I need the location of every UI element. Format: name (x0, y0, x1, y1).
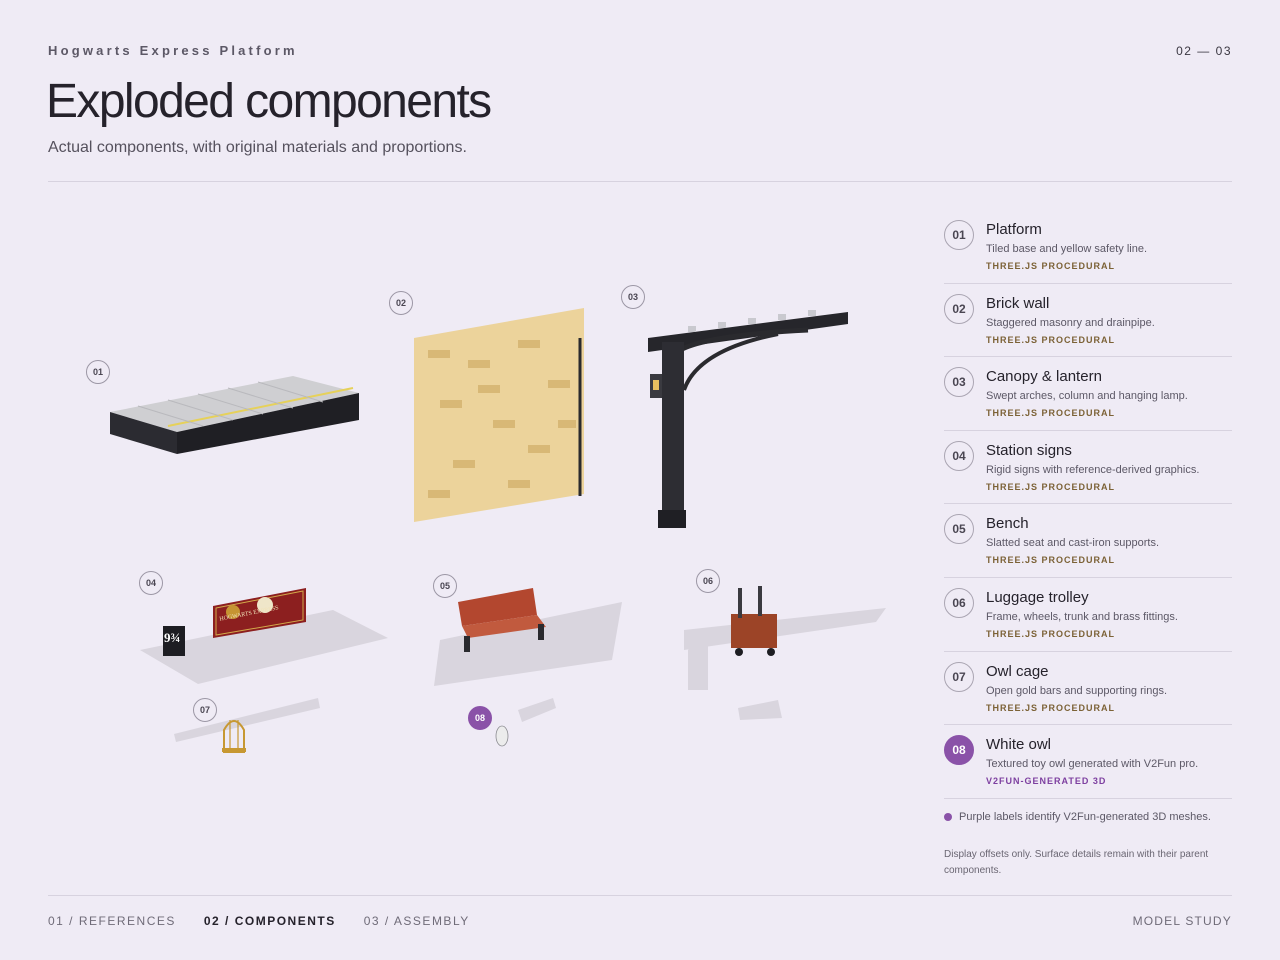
item-tag: THREE.JS PROCEDURAL (986, 702, 1116, 713)
marker-03: 03 (621, 285, 645, 309)
luggage-trolley-model (684, 586, 886, 720)
brick-wall-model (414, 308, 584, 522)
marker-08: 08 (468, 706, 492, 730)
item-number: 04 (944, 440, 974, 471)
list-item[interactable]: 08 White owl Textured toy owl generated … (944, 725, 1232, 799)
legend: Purple labels identify V2Fun-generated 3… (944, 811, 1211, 823)
list-item[interactable]: 05 Bench Slatted seat and cast-iron supp… (944, 504, 1232, 578)
list-item[interactable]: 03 Canopy & lantern Swept arches, column… (944, 357, 1232, 431)
item-description: Open gold bars and supporting rings. (986, 684, 1168, 697)
marker-07: 07 (193, 698, 217, 722)
item-tag: V2FUN-GENERATED 3D (986, 776, 1107, 787)
item-number: 01 (944, 220, 974, 250)
item-description: Tiled base and yellow safety line. (986, 243, 1148, 255)
item-description: Textured toy owl generated with V2Fun pr… (986, 758, 1199, 771)
item-number: 06 (944, 587, 974, 618)
item-tag: THREE.JS PROCEDURAL (986, 261, 1116, 271)
item-description: Swept arches, column and hanging lamp. (986, 390, 1188, 403)
item-tag: THREE.JS PROCEDURAL (986, 555, 1116, 566)
footer-divider (48, 895, 1232, 896)
item-name: Owl cage (986, 662, 1049, 680)
marker-02: 02 (389, 291, 413, 315)
canopy-model (648, 310, 848, 528)
item-description: Staggered masonry and drainpipe. (986, 316, 1155, 329)
eyebrow: Hogwarts Express Platform (48, 43, 298, 58)
item-name: Brick wall (986, 294, 1050, 312)
marker-01: 01 (86, 360, 110, 384)
station-signs-model (140, 588, 388, 684)
item-name: Canopy & lantern (986, 368, 1102, 386)
platform-number-sign: 9¾ (164, 630, 181, 645)
nav-components[interactable]: 02 / COMPONENTS (203, 914, 336, 928)
marker-05: 05 (433, 574, 457, 598)
legend-text: Purple labels identify V2Fun-generated 3… (959, 811, 1211, 823)
item-number: 02 (944, 293, 974, 324)
item-name: Platform (986, 221, 1042, 238)
item-description: Slatted seat and cast-iron supports. (986, 537, 1160, 550)
component-stage: 01 02 03 04 05 06 07 08 HOGWARTS EXPRESS… (48, 190, 928, 790)
item-tag: THREE.JS PROCEDURAL (986, 408, 1116, 419)
item-name: White owl (986, 736, 1052, 754)
page-subtitle: Actual components, with original materia… (48, 139, 467, 156)
item-number: 03 (944, 367, 974, 398)
list-item[interactable]: 04 Station signs Rigid signs with refere… (944, 431, 1232, 505)
item-number: 08 (944, 735, 974, 766)
component-list: 01 Platform Tiled base and yellow safety… (944, 210, 1232, 799)
item-name: Station signs (986, 441, 1072, 459)
nav-references[interactable]: 01 / REFERENCES (48, 914, 176, 928)
components-illustration (110, 308, 886, 753)
item-name: Bench (986, 515, 1029, 533)
purple-dot-icon (944, 813, 952, 821)
item-description: Frame, wheels, trunk and brass fittings. (986, 610, 1178, 623)
item-description: Rigid signs with reference-derived graph… (986, 463, 1200, 476)
header-divider (48, 181, 1232, 182)
list-item[interactable]: 01 Platform Tiled base and yellow safety… (944, 210, 1232, 284)
page-title: Exploded components (46, 75, 492, 128)
item-tag: THREE.JS PROCEDURAL (986, 628, 1116, 639)
bench-model (434, 588, 622, 686)
marker-06: 06 (696, 569, 720, 593)
footer-label: MODEL STUDY (1132, 914, 1232, 928)
platform-model (110, 376, 359, 454)
item-tag: THREE.JS PROCEDURAL (986, 481, 1116, 492)
page-counter: 02 — 03 (1176, 44, 1232, 58)
nav-assembly[interactable]: 03 / ASSEMBLY (363, 914, 470, 928)
item-tag: THREE.JS PROCEDURAL (986, 334, 1116, 345)
item-number: 07 (944, 661, 974, 692)
marker-04: 04 (139, 571, 163, 595)
white-owl-model (495, 698, 556, 747)
list-item[interactable]: 02 Brick wall Staggered masonry and drai… (944, 284, 1232, 358)
list-item[interactable]: 07 Owl cage Open gold bars and supportin… (944, 652, 1232, 726)
footer-nav: 01 / REFERENCES 02 / COMPONENTS 03 / ASS… (48, 914, 498, 928)
owl-cage-model (174, 698, 320, 753)
item-name: Luggage trolley (986, 588, 1089, 606)
list-item[interactable]: 06 Luggage trolley Frame, wheels, trunk … (944, 578, 1232, 652)
item-number: 05 (944, 514, 974, 545)
display-note: Display offsets only. Surface details re… (944, 849, 1209, 876)
